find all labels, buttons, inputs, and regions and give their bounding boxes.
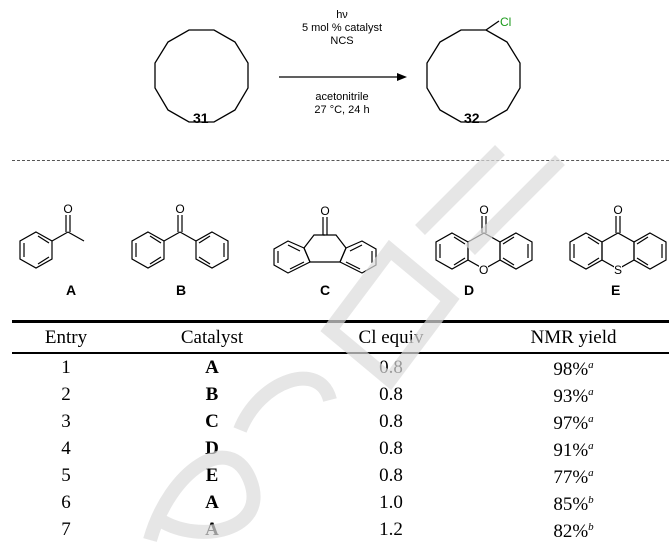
- yield-cell: 97%a: [478, 408, 669, 435]
- header-catalyst: Catalyst: [180, 327, 244, 348]
- yield-cell: 91%a: [478, 435, 669, 462]
- footnote-mark: a: [588, 413, 594, 425]
- conditions-above: hν 5 mol % catalyst NCS: [272, 9, 412, 48]
- yield-cell: 82%b: [478, 516, 669, 543]
- catalyst-cell: A: [205, 492, 219, 513]
- yield-value: 98%: [553, 359, 589, 380]
- structure-d: [435, 216, 533, 270]
- catalyst-cell: A: [205, 519, 219, 540]
- table-row: 2 B 0.8 93%a: [12, 381, 669, 408]
- structure-b: [131, 215, 229, 269]
- entry-cell: 3: [61, 411, 71, 432]
- chlorocyclododecane-ring: [426, 29, 521, 123]
- structure-a: [19, 215, 85, 269]
- cl-equiv-cell: 0.8: [379, 465, 403, 486]
- table-row: 5 E 0.8 77%a: [12, 462, 669, 489]
- table-row: 6 A 1.0 85%b: [12, 489, 669, 516]
- header-nmr-yield: NMR yield: [530, 327, 617, 348]
- entry-cell: 4: [61, 438, 71, 459]
- header-cl-equiv: Cl equiv: [358, 327, 424, 348]
- footnote-mark: a: [588, 359, 594, 371]
- entry-cell: 2: [61, 384, 71, 405]
- yield-cell: 98%a: [478, 353, 669, 381]
- footnote-mark: b: [588, 521, 594, 533]
- catalyst-letter-c: C: [320, 282, 331, 298]
- cyclododecane-ring: [154, 29, 249, 123]
- entry-cell: 7: [61, 519, 71, 540]
- carbonyl-o-c: O: [320, 204, 329, 218]
- chlorine-label: Cl: [500, 16, 511, 29]
- yield-value: 97%: [553, 413, 589, 434]
- heteroatom-d: O: [479, 263, 489, 277]
- carbonyl-o-e: O: [613, 203, 622, 217]
- section-divider: [12, 160, 669, 161]
- yield-value: 82%: [553, 521, 589, 542]
- carbonyl-o-d: O: [479, 203, 488, 217]
- yield-value: 93%: [553, 386, 589, 407]
- cl-equiv-cell: 0.8: [379, 357, 403, 378]
- entry-cell: 1: [61, 357, 71, 378]
- table-row: 3 C 0.8 97%a: [12, 408, 669, 435]
- yield-value: 85%: [553, 494, 589, 515]
- table-header-row: Entry Catalyst Cl equiv NMR yield: [12, 321, 669, 353]
- catalyst-structures-drawing: O O O O O: [19, 202, 667, 274]
- entry-cell: 6: [61, 492, 71, 513]
- condition-reagent: NCS: [330, 35, 354, 47]
- catalyst-cell: C: [205, 411, 219, 432]
- cl-equiv-cell: 1.2: [379, 519, 403, 540]
- yield-cell: 85%b: [478, 489, 669, 516]
- table-row: 4 D 0.8 91%a: [12, 435, 669, 462]
- cl-equiv-cell: 1.0: [379, 492, 403, 513]
- catalyst-letter-a: A: [66, 282, 77, 298]
- condition-catalyst: 5 mol % catalyst: [301, 22, 383, 34]
- catalyst-cell: B: [205, 384, 219, 405]
- cl-equiv-cell: 0.8: [379, 384, 403, 405]
- reaction-arrowhead: [397, 73, 407, 81]
- catalyst-letter-d: D: [464, 282, 475, 298]
- catalyst-letter-b: B: [176, 282, 187, 298]
- yield-value: 91%: [553, 440, 589, 461]
- footnote-mark: a: [588, 386, 594, 398]
- reaction-scheme: Cl hν 5 mol % catalyst NCS acetonitrile …: [0, 0, 669, 155]
- carbonyl-o-a: O: [63, 202, 72, 216]
- reaction-scheme-drawing: [154, 20, 521, 123]
- carbonyl-o-b: O: [175, 202, 184, 216]
- catalyst-structures: O O O O O O S: [0, 185, 669, 285]
- yield-value: 77%: [553, 467, 589, 488]
- yield-cell: 77%a: [478, 462, 669, 489]
- header-entry: Entry: [44, 327, 88, 348]
- results-table: Entry Catalyst Cl equiv NMR yield 1 A 0.…: [12, 320, 669, 543]
- structure-e: [569, 216, 667, 270]
- structure-c: [273, 217, 377, 274]
- footnote-mark: a: [588, 467, 594, 479]
- catalyst-cell: D: [205, 438, 219, 459]
- product-label: 32: [464, 110, 480, 126]
- footnote-mark: a: [588, 440, 594, 452]
- footnote-mark: b: [588, 494, 594, 506]
- reactant-label: 31: [193, 110, 209, 126]
- chlorine-text: Cl: [500, 15, 512, 29]
- entry-cell: 5: [61, 465, 71, 486]
- table-row: 7 A 1.2 82%b: [12, 516, 669, 543]
- condition-temp-time: 27 °C, 24 h: [314, 104, 370, 116]
- cl-equiv-cell: 0.8: [379, 438, 403, 459]
- yield-cell: 93%a: [478, 381, 669, 408]
- heteroatom-e: S: [614, 263, 623, 277]
- cl-equiv-cell: 0.8: [379, 411, 403, 432]
- condition-light: hν: [336, 9, 348, 21]
- c-cl-bond: [485, 20, 500, 31]
- condition-solvent: acetonitrile: [315, 91, 369, 103]
- catalyst-letter-e: E: [611, 282, 621, 298]
- catalyst-cell: A: [205, 357, 219, 378]
- conditions-below: acetonitrile 27 °C, 24 h: [272, 91, 412, 117]
- table-row: 1 A 0.8 98%a: [12, 353, 669, 381]
- catalyst-cell: E: [205, 465, 219, 486]
